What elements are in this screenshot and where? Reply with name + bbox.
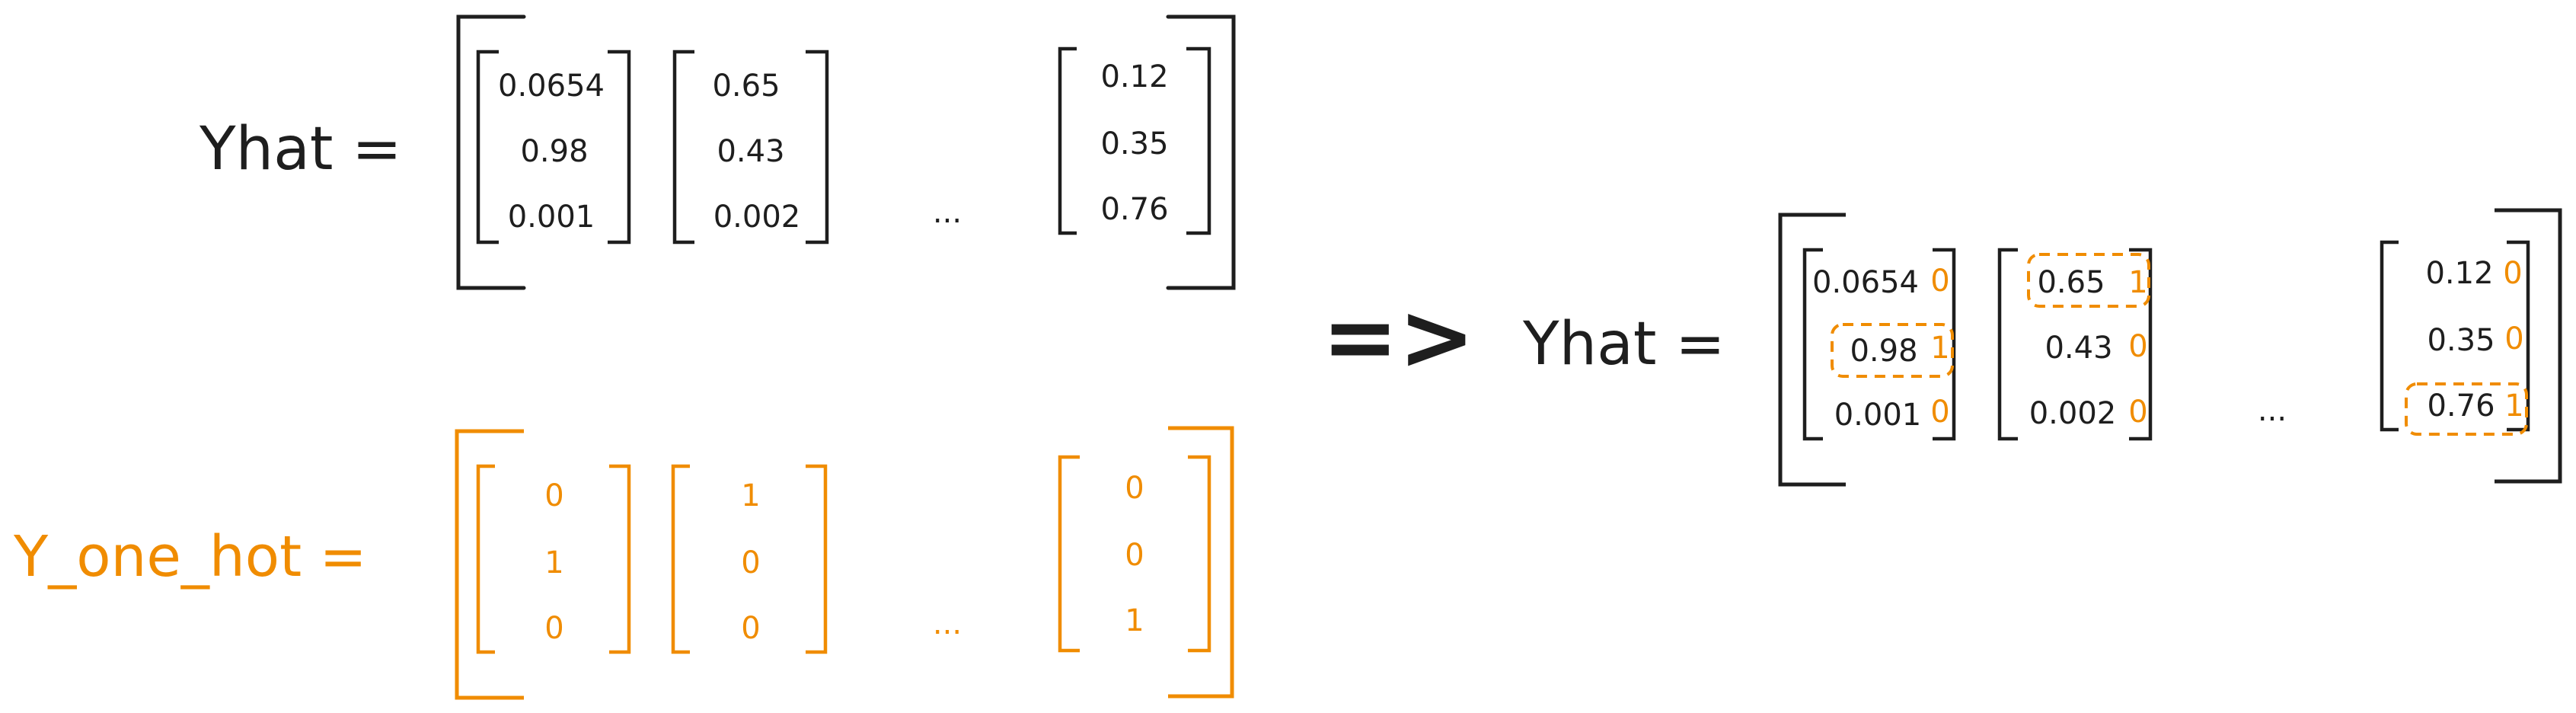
bottom-ellipsis: ... <box>933 606 962 641</box>
bottom-col1-bracket-left <box>476 464 495 654</box>
top-col3-value-1: 0.12 <box>1100 59 1168 94</box>
right-col3-highlight-box <box>2405 382 2528 436</box>
top-col2-bracket-left <box>672 50 694 245</box>
top-col1-bracket-right <box>608 50 631 245</box>
right-col2-value-2: 0.43 <box>2045 331 2112 366</box>
bottom-col2-value-3: 0 <box>741 611 760 646</box>
right-col3-value-2: 0.35 <box>2427 323 2495 358</box>
right-outer-bracket-left <box>1778 213 1846 487</box>
bottom-col1-value-2: 1 <box>544 545 563 580</box>
right-col2-onehot-2: 0 <box>2128 329 2147 364</box>
right-col3-bracket-left <box>2380 240 2399 432</box>
top-col2-value-2: 0.43 <box>717 134 784 169</box>
implies-arrow: => <box>1322 285 1475 391</box>
right-col1-highlight-box <box>1831 323 1954 378</box>
right-col1-bracket-left <box>1802 248 1823 441</box>
right-yhat-group: Yhat = 0.0654 0.98 0.001 0 1 0 0.65 0.43… <box>1522 208 2562 487</box>
top-col3-value-2: 0.35 <box>1100 126 1168 161</box>
right-col3-onehot-2: 0 <box>2504 321 2523 356</box>
right-col1-value-1: 0.0654 <box>1812 265 1919 300</box>
top-col1-value-3: 0.001 <box>508 200 595 235</box>
right-ellipsis: ... <box>2258 393 2287 428</box>
bottom-col2-value-1: 1 <box>741 478 760 513</box>
bottom-col2-bracket-left <box>671 464 690 654</box>
right-col3-value-1: 0.12 <box>2425 256 2493 291</box>
right-col1-onehot-3: 0 <box>1930 395 1949 430</box>
top-col3-bracket-left <box>1058 46 1077 235</box>
right-col3-value-3: 0.76 <box>2427 388 2495 424</box>
right-col2-highlight-box <box>2027 253 2150 308</box>
right-col3-bracket-right <box>2507 240 2530 432</box>
top-ellipsis: ... <box>933 195 962 230</box>
bottom-col3-value-2: 0 <box>1125 538 1144 573</box>
top-col1-value-2: 0.98 <box>520 134 588 169</box>
top-col1-value-1: 0.0654 <box>498 69 605 104</box>
top-col2-value-1: 0.65 <box>712 69 780 104</box>
bottom-outer-bracket-right <box>1168 426 1234 699</box>
top-yhat-group: Yhat = 0.0654 0.98 0.001 0.65 0.43 0.002… <box>199 14 1236 290</box>
bottom-col1-bracket-right <box>609 464 631 654</box>
bottom-col3-bracket-left <box>1058 455 1080 653</box>
bottom-col1-value-3: 0 <box>544 611 563 646</box>
right-outer-bracket-right <box>2495 208 2562 484</box>
onehot-label: Y_one_hot = <box>13 524 367 590</box>
right-col3-onehot-3: 1 <box>2504 388 2523 424</box>
top-col3-value-3: 0.76 <box>1100 192 1168 227</box>
right-col2-bracket-left <box>1997 248 2018 441</box>
right-col2-bracket-right <box>2129 248 2153 441</box>
bottom-outer-bracket-left <box>455 429 524 700</box>
right-col1-value-3: 0.001 <box>1834 398 1922 433</box>
right-col2-onehot-1: 1 <box>2128 265 2147 300</box>
right-yhat-label: Yhat = <box>1522 310 1725 379</box>
top-outer-bracket-right <box>1166 14 1236 290</box>
bottom-col1-value-1: 0 <box>544 478 563 513</box>
bottom-col3-value-1: 0 <box>1125 471 1144 506</box>
right-col1-value-2: 0.98 <box>1850 334 1917 369</box>
top-yhat-label: Yhat = <box>199 115 402 184</box>
right-col1-onehot-2: 1 <box>1930 331 1949 366</box>
right-col3-onehot-1: 0 <box>2503 256 2522 291</box>
top-col3-bracket-right <box>1186 46 1211 235</box>
right-col2-value-3: 0.002 <box>2029 396 2117 431</box>
top-col2-value-3: 0.002 <box>713 200 801 235</box>
right-col2-value-1: 0.65 <box>2037 265 2105 300</box>
right-col1-bracket-right <box>1933 248 1956 441</box>
bottom-col3-bracket-right <box>1188 455 1211 653</box>
bottom-col2-bracket-right <box>806 464 828 654</box>
implies-arrow-glyph: => <box>1322 285 1475 391</box>
right-col2-onehot-3: 0 <box>2128 395 2147 430</box>
top-col1-bracket-left <box>476 50 499 245</box>
bottom-col3-value-3: 1 <box>1125 603 1144 638</box>
bottom-col2-value-2: 0 <box>741 545 760 580</box>
bottom-onehot-group: Y_one_hot = 0 1 0 1 0 0 ... 0 0 1 <box>13 426 1234 700</box>
right-col1-onehot-1: 0 <box>1930 264 1949 299</box>
top-col2-bracket-right <box>806 50 829 245</box>
top-outer-bracket-left <box>456 14 526 290</box>
